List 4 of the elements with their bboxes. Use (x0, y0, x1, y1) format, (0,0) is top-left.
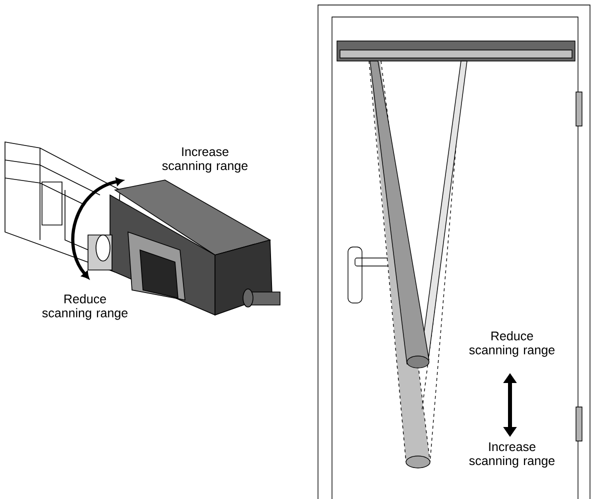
annotation-text: Reduce scanning range (469, 331, 555, 357)
annotation-text: Increase scanning range (469, 442, 555, 468)
annotation-text: Reduce scanning range (42, 294, 128, 320)
annotation-text: Increase scanning range (162, 147, 248, 173)
